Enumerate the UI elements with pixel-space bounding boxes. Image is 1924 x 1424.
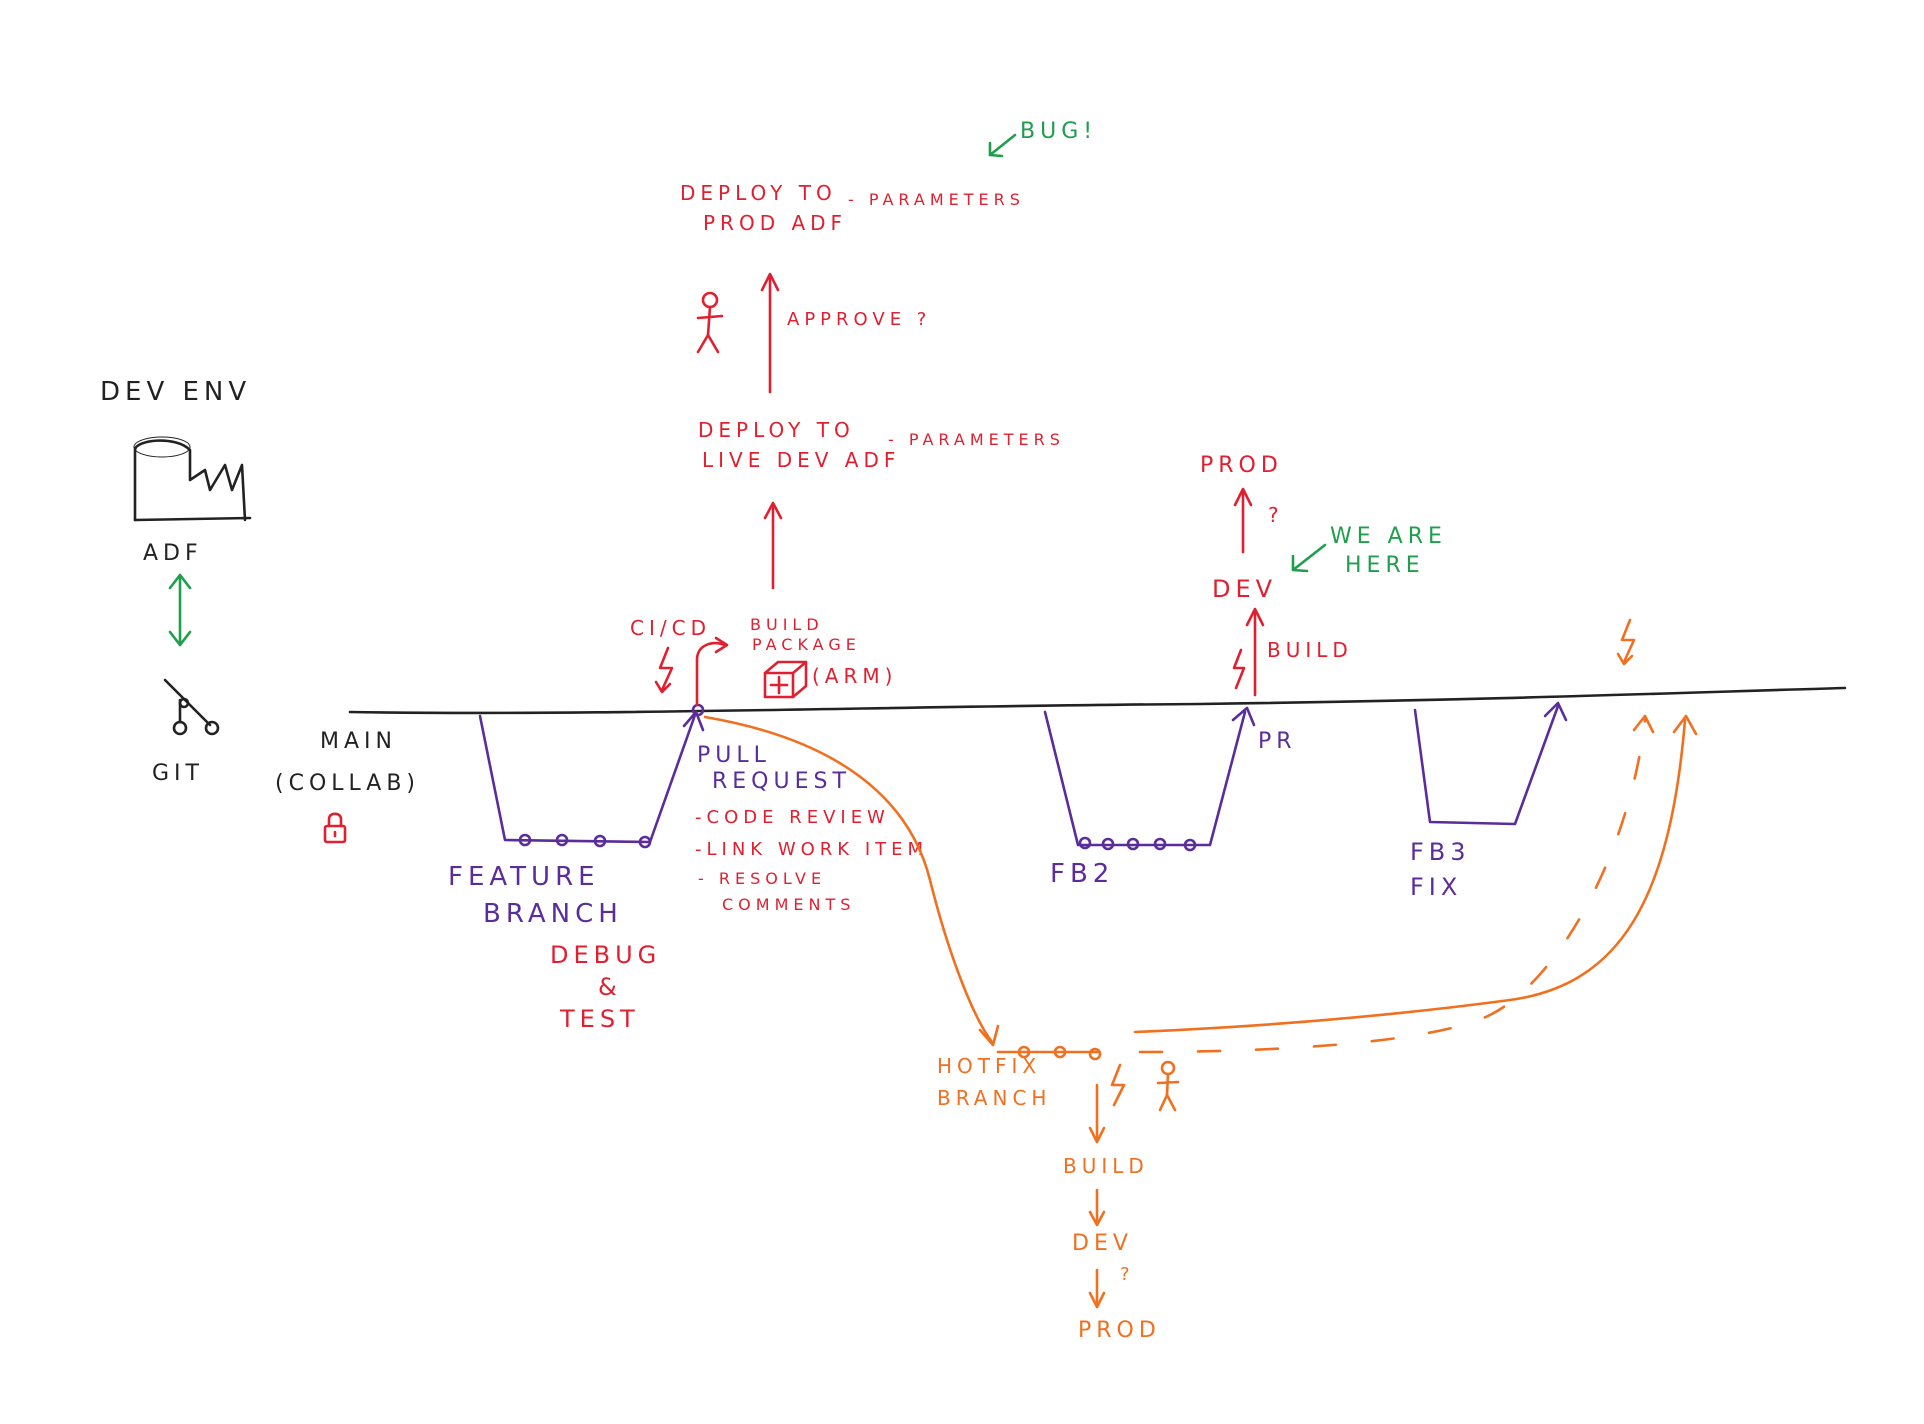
fb2-prod-label: PROD — [1200, 453, 1283, 478]
hotfix-build-label: BUILD — [1063, 1154, 1149, 1178]
fb2-build-arrow — [1232, 607, 1265, 697]
feature-branch-label: FEATURE — [448, 862, 600, 892]
adf-label: ADF — [143, 541, 203, 566]
parameters-dev-label: - PARAMETERS — [888, 430, 1065, 449]
hotfix-lightning-icon — [1110, 1063, 1126, 1107]
fb2-branch — [1043, 706, 1256, 852]
hotfix-branch-label-2: BRANCH — [937, 1086, 1051, 1110]
we-are-here-label: WE ARE — [1330, 524, 1447, 549]
sync-arrow-icon — [168, 573, 192, 647]
deploy-prod-label-2: PROD ADF — [703, 211, 847, 235]
pull-request-label: PULL — [697, 743, 771, 768]
parameters-prod-label: - PARAMETERS — [848, 190, 1025, 209]
build-arrow — [695, 636, 729, 707]
fb2-build-label: BUILD — [1267, 638, 1353, 662]
hotfix-person-icon — [1156, 1060, 1180, 1112]
trigger-lightning-icon — [654, 646, 674, 694]
lock-icon — [323, 812, 347, 844]
git-icon — [163, 678, 220, 736]
we-are-here-arrow — [1291, 543, 1327, 573]
code-review-item: -CODE REVIEW — [695, 807, 890, 828]
bug-label: BUG! — [1020, 119, 1097, 144]
fb2-prod-arrow — [1233, 487, 1253, 554]
main-label: MAIN — [320, 729, 397, 754]
collab-label: (COLLAB) — [275, 771, 420, 796]
bug-arrow — [988, 133, 1017, 158]
hotfix-merge-dashed — [1138, 714, 1655, 1054]
debug-test-label-3: TEST — [559, 1005, 640, 1033]
factory-icon — [133, 436, 252, 522]
link-work-item: -LINK WORK ITEM — [695, 839, 928, 860]
deploy-dev-arrow — [763, 501, 783, 590]
hotfix-merge-back — [1133, 714, 1698, 1034]
hotfix-dev-arrow — [1088, 1188, 1106, 1227]
fb2-dev-label: DEV — [1212, 575, 1277, 603]
cicd-label: CI/CD — [630, 616, 711, 640]
fb3-lightning-icon — [1616, 618, 1636, 666]
git-label: GIT — [152, 761, 204, 786]
deploy-dev-label-2: LIVE DEV ADF — [702, 448, 900, 472]
hotfix-branch — [703, 715, 1102, 1061]
feature-branch — [478, 703, 705, 849]
deploy-dev-label: DEPLOY TO — [698, 418, 855, 442]
fb3-fix-label: FIX — [1410, 873, 1462, 901]
dev-env-label: DEV ENV — [100, 377, 251, 407]
fb2-pr-label: PR — [1258, 729, 1297, 754]
we-are-here-label-2: HERE — [1345, 553, 1425, 578]
fb3-label: FB3 — [1410, 838, 1471, 866]
feature-branch-label-2: BRANCH — [483, 899, 623, 929]
hotfix-build-arrow — [1088, 1083, 1106, 1144]
fb2-label: FB2 — [1050, 859, 1114, 889]
approve-arrow — [760, 272, 780, 394]
hotfix-branch-label: HOTFIX — [937, 1054, 1041, 1078]
hotfix-prod-arrow — [1088, 1268, 1106, 1309]
pull-request-label-2: REQUEST — [712, 769, 851, 794]
build-package-label: BUILD — [750, 615, 824, 634]
fb2-question-label: ? — [1268, 503, 1284, 527]
hotfix-dev-label: DEV — [1072, 1231, 1133, 1256]
hotfix-prod-label: PROD — [1078, 1318, 1161, 1343]
package-icon — [763, 660, 808, 699]
hotfix-question-label: ? — [1120, 1264, 1135, 1285]
main-branch-line — [348, 686, 1847, 715]
resolve-comments-item: - RESOLVE — [698, 869, 826, 888]
arm-label: (ARM) — [812, 664, 897, 688]
fb3-branch — [1413, 701, 1568, 826]
approver-person-icon — [696, 291, 724, 354]
deploy-prod-label: DEPLOY TO — [680, 181, 837, 205]
debug-test-label: DEBUG — [550, 941, 661, 969]
build-package-label-2: PACKAGE — [752, 635, 861, 654]
debug-test-ampersand: & — [598, 973, 622, 1001]
approve-label: APPROVE ? — [787, 309, 931, 330]
resolve-comments-item-2: COMMENTS — [722, 895, 855, 914]
